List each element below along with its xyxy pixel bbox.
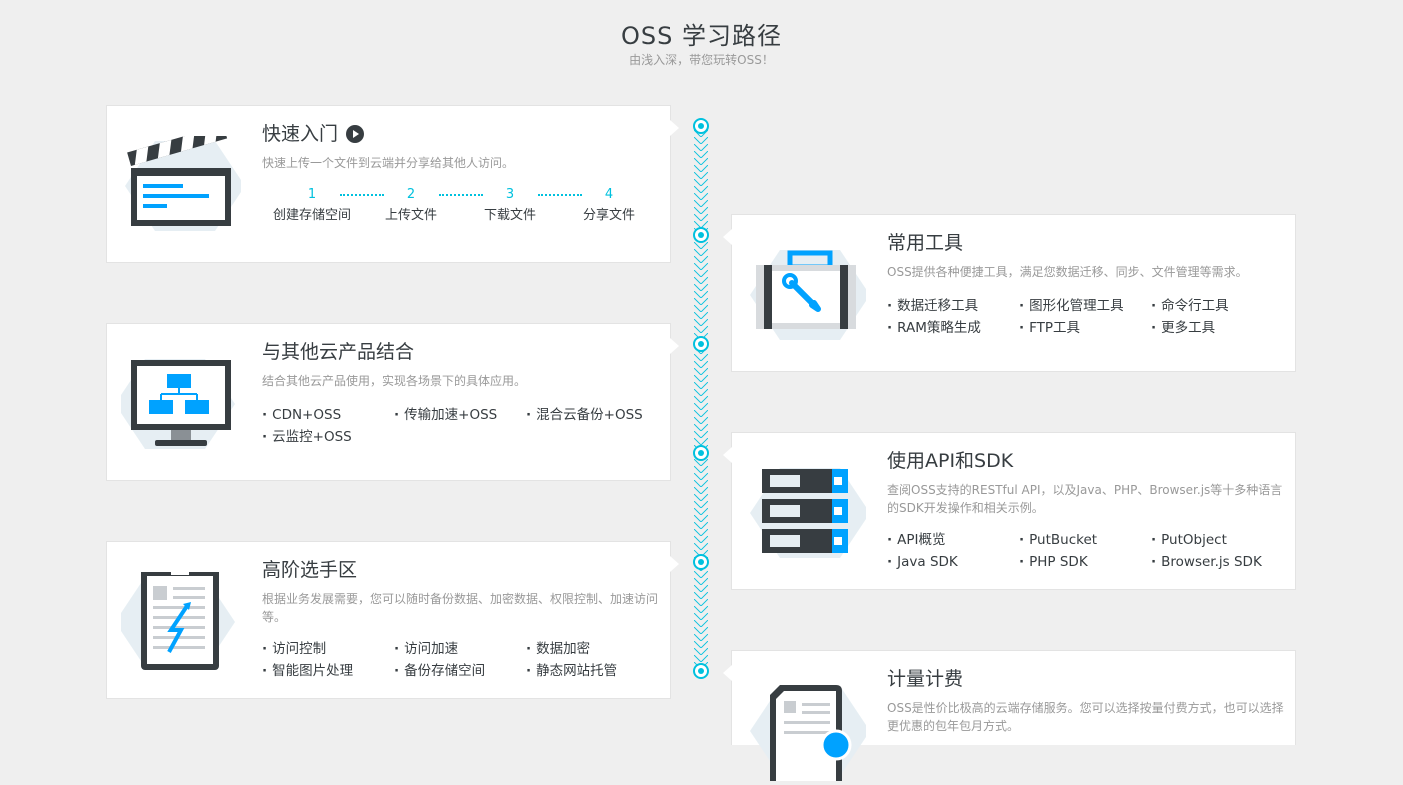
timeline-line (694, 130, 708, 675)
invoice-icon (746, 681, 870, 781)
step-4[interactable]: 4 分享文件 (582, 187, 635, 223)
timeline-dot (693, 227, 709, 243)
card-quickstart[interactable]: 快速入门 快速上传一个文件到云端并分享给其他人访问。 1 创建存储空间 2 上传… (106, 105, 679, 263)
document-lightning-icon (115, 568, 241, 672)
link-item[interactable]: API概览 (887, 531, 1019, 549)
card-title[interactable]: 使用API和SDK (887, 450, 1014, 472)
card-title[interactable]: 计量计费 (887, 668, 964, 690)
card-api[interactable]: 使用API和SDK 查阅OSS支持的RESTful API，以及Java、PHP… (723, 432, 1296, 590)
link-item[interactable]: 混合云备份+OSS (526, 406, 658, 424)
page-subtitle: 由浅入深，带您玩转OSS！ (629, 53, 774, 67)
play-icon[interactable] (346, 125, 365, 143)
card-advanced[interactable]: 高阶选手区 根据业务发展需要，您可以随时备份数据、加密数据、权限控制、加速访问等… (106, 541, 679, 699)
link-list: CDN+OSS 传输加速+OSS 混合云备份+OSS 云监控+OSS (262, 406, 660, 446)
link-list: 访问控制 访问加速 数据加密 智能图片处理 备份存储空间 静态网站托管 (262, 640, 660, 680)
timeline-dot (693, 445, 709, 461)
card-description: OSS提供各种便捷工具，满足您数据迁移、同步、文件管理等需求。 (887, 265, 1248, 279)
link-item[interactable]: PutObject (1151, 531, 1283, 549)
link-item[interactable]: 命令行工具 (1151, 297, 1283, 315)
timeline-dot (693, 336, 709, 352)
link-item[interactable]: Java SDK (887, 553, 1019, 571)
card-description: 快速上传一个文件到云端并分享给其他人访问。 (262, 156, 515, 170)
page-header: OSS 学习路径 由浅入深，带您玩转OSS！ (0, 20, 1403, 68)
card-description: OSS是性价比极高的云端存储服务。您可以选择按量付费方式，也可以选择更优惠的包年… (887, 701, 1284, 733)
card-description: 根据业务发展需要，您可以随时备份数据、加密数据、权限控制、加速访问等。 (262, 592, 659, 624)
link-item[interactable]: 访问加速 (394, 640, 526, 658)
card-integration[interactable]: 与其他云产品结合 结合其他云产品使用，实现各场景下的具体应用。 CDN+OSS … (106, 323, 679, 481)
link-item[interactable]: 静态网站托管 (526, 662, 658, 680)
link-item[interactable]: PutBucket (1019, 531, 1151, 549)
link-item[interactable]: 云监控+OSS (262, 428, 394, 446)
card-title[interactable]: 快速入门 (262, 123, 339, 145)
link-item[interactable]: 传输加速+OSS (394, 406, 526, 424)
link-item[interactable]: 数据加密 (526, 640, 658, 658)
clapperboard-icon (121, 124, 245, 236)
link-item[interactable]: PHP SDK (1019, 553, 1151, 571)
card-tools[interactable]: 常用工具 OSS提供各种便捷工具，满足您数据迁移、同步、文件管理等需求。 数据迁… (723, 214, 1296, 372)
link-list: API概览 PutBucket PutObject Java SDK PHP S… (887, 531, 1285, 571)
card-title[interactable]: 高阶选手区 (262, 559, 358, 581)
server-stack-icon (746, 463, 870, 563)
step-3[interactable]: 3 下载文件 (483, 187, 536, 223)
link-item[interactable]: 访问控制 (262, 640, 394, 658)
link-item[interactable]: 备份存储空间 (394, 662, 526, 680)
timeline-dot (693, 554, 709, 570)
timeline-dot (693, 118, 709, 134)
link-item[interactable]: Browser.js SDK (1151, 553, 1283, 571)
step-list: 1 创建存储空间 2 上传文件 3 下载文件 4 分享文件 (262, 186, 662, 226)
timeline-dot (693, 663, 709, 679)
card-billing[interactable]: 计量计费 OSS是性价比极高的云端存储服务。您可以选择按量付费方式，也可以选择更… (723, 650, 1296, 781)
link-item[interactable]: FTP工具 (1019, 319, 1151, 337)
link-item[interactable]: CDN+OSS (262, 406, 394, 424)
link-item[interactable]: 图形化管理工具 (1019, 297, 1151, 315)
step-1[interactable]: 1 创建存储空间 (272, 187, 351, 223)
link-list: 数据迁移工具 图形化管理工具 命令行工具 RAM策略生成 FTP工具 更多工具 (887, 297, 1285, 337)
link-item[interactable]: 数据迁移工具 (887, 297, 1019, 315)
link-item[interactable]: 更多工具 (1151, 319, 1283, 337)
card-title[interactable]: 与其他云产品结合 (262, 341, 415, 363)
card-title[interactable]: 常用工具 (887, 232, 964, 254)
card-description: 结合其他云产品使用，实现各场景下的具体应用。 (262, 374, 527, 388)
link-item[interactable]: 智能图片处理 (262, 662, 394, 680)
monitor-icon (115, 354, 241, 454)
step-2[interactable]: 2 上传文件 (384, 187, 437, 223)
card-description: 查阅OSS支持的RESTful API，以及Java、PHP、Browser.j… (887, 483, 1283, 515)
link-item[interactable]: RAM策略生成 (887, 319, 1019, 337)
toolbox-icon (746, 245, 870, 345)
page-title: OSS 学习路径 (621, 22, 782, 50)
